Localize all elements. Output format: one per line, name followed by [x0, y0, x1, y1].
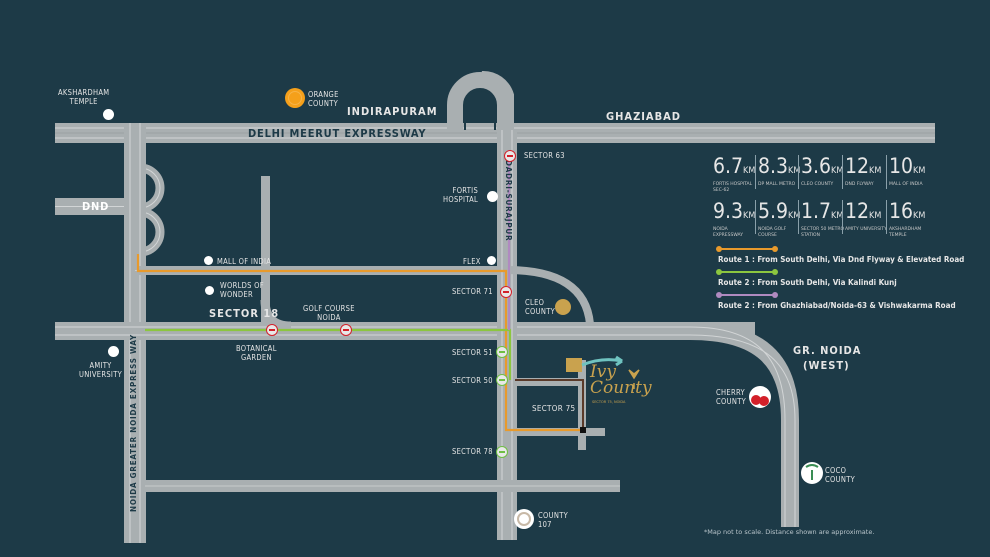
- coco-county-label: COCO COUNTY: [825, 466, 856, 484]
- amity-label: AMITY UNIVERSITY: [79, 361, 123, 379]
- flex-label: FLEX: [463, 257, 481, 266]
- distance-desc: NOIDA GOLF COURSE: [758, 227, 787, 238]
- distance-desc: DND FLYWAY: [845, 182, 874, 187]
- sector-63-label: SECTOR 63: [524, 151, 565, 160]
- sector-75-label: SECTOR 75: [532, 404, 576, 413]
- stat-separator: [886, 155, 887, 189]
- cleo-icon: [555, 299, 571, 315]
- distance-stat: 9.3KM NOIDA EXPRESSWAY: [713, 200, 757, 238]
- distance-stat: 3.6KM CLEO COUNTY: [801, 155, 845, 188]
- gr-noida-sub-label: (WEST): [803, 359, 850, 372]
- orange-icon: [285, 88, 305, 108]
- sector-18-label: SECTOR 18: [209, 307, 280, 320]
- distance-value: 12KM: [845, 154, 882, 178]
- akshardham-dot: [103, 109, 114, 120]
- dnd-label: DND: [82, 200, 110, 213]
- metro-golf-course-icon: [340, 324, 352, 336]
- distance-desc: AMITY UNIVERSITY: [845, 227, 887, 232]
- distance-value: 3.6KM: [801, 154, 844, 178]
- cleo-county-label: CLEO COUNTY: [525, 298, 556, 316]
- project-name-line1: Ivy: [590, 362, 616, 382]
- metro-sector-50-icon: [496, 374, 508, 386]
- distance-stat: 6.7KM FORTIS HOSPITAL SEC-62: [713, 155, 757, 193]
- sector-51-label: SECTOR 51: [452, 348, 493, 357]
- indirapuram-label: INDIRAPURAM: [347, 105, 438, 118]
- route-swatch: [716, 292, 778, 298]
- project-name-line2: County: [590, 378, 652, 398]
- distance-desc: FORTIS HOSPITAL SEC-62: [713, 182, 753, 193]
- metro-sector-71-icon: [500, 286, 512, 298]
- distance-desc: CLEO COUNTY: [801, 182, 834, 187]
- project-tagline: SECTOR 75, NOIDA: [592, 400, 626, 404]
- distance-value: 6.7KM: [713, 154, 756, 178]
- route-label: Route 1 : From South Delhi, Via Dnd Flyw…: [718, 255, 965, 264]
- route-label: Route 2 : From South Delhi, Via Kalindi …: [718, 278, 897, 287]
- distance-stat: 16KM AKSHARDHAM TEMPLE: [889, 200, 933, 238]
- route-swatch: [716, 246, 778, 252]
- distance-desc: SECTOR 50 METRO STATION: [801, 227, 844, 238]
- mall-of-india-dot: [204, 256, 213, 265]
- distance-value: 12KM: [845, 199, 882, 223]
- distance-value: 1.7KM: [801, 199, 844, 223]
- expressway-label: DELHI MEERUT EXPRESSWAY: [248, 127, 427, 140]
- stat-separator: [842, 155, 843, 189]
- sector-50-label: SECTOR 50: [452, 376, 493, 385]
- distance-value: 8.3KM: [758, 154, 801, 178]
- distance-value: 16KM: [889, 199, 926, 223]
- stat-separator: [798, 200, 799, 234]
- metro-sector-78-icon: [496, 446, 508, 458]
- ivy-county-marker: [566, 355, 640, 389]
- distance-value: 9.3KM: [713, 199, 756, 223]
- sector-71-label: SECTOR 71: [452, 287, 493, 296]
- distance-stat: 5.9KM NOIDA GOLF COURSE: [758, 200, 802, 238]
- route-label: Route 2 : From Ghazhiabad/Noida-63 & Vis…: [718, 301, 956, 310]
- cherry-county-label: CHERRY COUNTY: [716, 388, 747, 406]
- distance-stat: 1.7KM SECTOR 50 METRO STATION: [801, 200, 845, 238]
- county-107-icon: [514, 509, 534, 529]
- stat-separator: [886, 200, 887, 234]
- ghaziabad-label: GHAZIABAD: [606, 110, 681, 123]
- gr-noida-label: GR. NOIDA: [793, 344, 862, 357]
- stat-separator: [798, 155, 799, 189]
- distance-desc: MALL OF INDIA: [889, 182, 923, 187]
- distance-stat: 10KM MALL OF INDIA: [889, 155, 933, 188]
- distance-desc: DP MALL METRO: [758, 182, 796, 187]
- golf-course-label: GOLF COURSE NOIDA: [303, 304, 355, 322]
- flex-dot: [487, 256, 496, 265]
- fortis-dot: [487, 191, 498, 202]
- distance-value: 5.9KM: [758, 199, 801, 223]
- stat-separator: [755, 200, 756, 234]
- akshardham-label: AKSHARDHAM TEMPLE: [58, 88, 110, 106]
- worlds-of-wonder-label: WORLDS OF WONDER: [220, 281, 264, 299]
- amity-dot: [108, 346, 119, 357]
- distance-desc: NOIDA EXPRESSWAY: [713, 227, 744, 238]
- worlds-of-wonder-dot: [205, 286, 214, 295]
- fortis-label: FORTIS HOSPITAL: [443, 186, 479, 204]
- distance-desc: AKSHARDHAM TEMPLE: [889, 227, 922, 238]
- mall-of-india-label: MALL OF INDIA: [217, 257, 272, 266]
- route-1-line: [136, 254, 583, 432]
- county-107-label: COUNTY 107: [538, 511, 569, 529]
- distance-stat: 12KM DND FLYWAY: [845, 155, 889, 188]
- metro-botanical-icon: [266, 324, 278, 336]
- sector-78-label: SECTOR 78: [452, 447, 493, 456]
- metro-sector-51-icon: [496, 346, 508, 358]
- orange-county-label: ORANGE COUNTY: [308, 90, 339, 108]
- distance-value: 10KM: [889, 154, 926, 178]
- noida-gn-expressway-label: NOIDA GREATER NOIDA EXPRESS WAY: [129, 333, 138, 512]
- dadri-road-label: DADRI-SURAJPUR: [504, 160, 513, 242]
- distance-stat: 12KM AMITY UNIVERSITY: [845, 200, 889, 233]
- scale-note: *Map not to scale. Distance shown are ap…: [704, 528, 875, 536]
- ivy-county-logo: Ivy County: [590, 362, 652, 398]
- metro-sector-63-icon: [504, 150, 516, 162]
- stat-separator: [842, 200, 843, 234]
- stat-separator: [755, 155, 756, 189]
- distance-stat: 8.3KM DP MALL METRO: [758, 155, 802, 188]
- botanical-garden-label: BOTANICAL GARDEN: [236, 344, 277, 362]
- route-swatch: [716, 269, 778, 275]
